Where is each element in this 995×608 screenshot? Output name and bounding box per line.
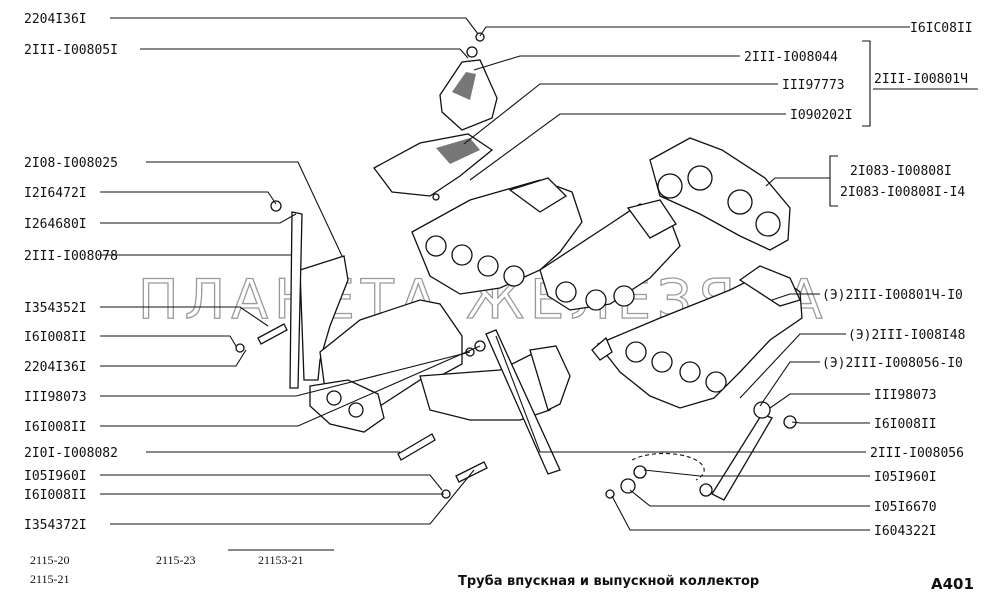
label-r8: III98073 xyxy=(874,388,937,403)
label-r13: I604322I xyxy=(874,524,937,539)
leader-lines xyxy=(100,17,978,531)
label-l14: I6I008II xyxy=(24,488,87,503)
label-l1: 2204I36I xyxy=(24,12,87,27)
bracket-rods xyxy=(235,200,797,501)
label-l13: I05I960I xyxy=(24,469,87,484)
label-l7: I354352I xyxy=(24,301,87,316)
exhaust-gasket-part xyxy=(649,137,791,251)
label-r9: I6I008II xyxy=(874,417,937,432)
label-gasket-1: 2I083-I00808I xyxy=(850,164,952,179)
label-l15: I354372I xyxy=(24,518,87,533)
label-r3: III97773 xyxy=(782,78,845,93)
label-r11: I05I960I xyxy=(874,470,937,485)
label-l11: I6I008II xyxy=(24,420,87,435)
label-l6: 2III-I008078 xyxy=(24,249,118,264)
label-r4: I090202I xyxy=(790,108,853,123)
label-l12: 2I0I-I008082 xyxy=(24,446,118,461)
label-l2: 2III-I00805I xyxy=(24,43,118,58)
label-l9: 2204I36I xyxy=(24,360,87,375)
diagram-title: Труба впускная и выпускной коллектор xyxy=(458,574,759,589)
left-labels: 2204I36I 2III-I00805I 2I08-I008025 I2I64… xyxy=(24,12,118,533)
label-r2: 2III-I008044 xyxy=(744,50,838,65)
label-r12: I05I6670 xyxy=(874,500,937,515)
label-r10: 2III-I008056 xyxy=(870,446,964,461)
label-l5: I264680I xyxy=(24,217,87,232)
footer-model-1: 2115-20 xyxy=(30,553,70,567)
footer-model-2: 2115-23 xyxy=(156,553,196,567)
label-r6: (Э)2III-I008I48 xyxy=(848,328,965,343)
footer: 2115-20 2115-23 21153-21 2115-21 Труба в… xyxy=(30,549,974,593)
right-labels: I6IC08II 2III-I008044 III97773 I090202I … xyxy=(744,21,973,539)
heat-shield-part xyxy=(373,32,498,201)
label-r1: I6IC08II xyxy=(910,21,973,36)
intake-manifold-part xyxy=(411,177,681,311)
exhaust-pipe-part xyxy=(299,255,571,433)
label-l8: I6I008II xyxy=(24,330,87,345)
label-l3: 2I08-I008025 xyxy=(24,156,118,171)
label-l4: I2I6472I xyxy=(24,186,87,201)
label-gasket-2: 2I083-I00808I-I4 xyxy=(840,185,965,200)
label-l10: III98073 xyxy=(24,390,87,405)
label-intake-group: 2III-I00801Ч xyxy=(874,72,968,87)
label-r5: (Э)2III-I00801Ч-I0 xyxy=(822,288,963,303)
footer-model-3: 21153-21 xyxy=(258,553,304,567)
footer-model-4: 2115-21 xyxy=(30,572,70,586)
label-r7: (Э)2III-I008056-I0 xyxy=(822,356,963,371)
exhaust-manifold-part xyxy=(591,265,803,409)
diagram-code: A401 xyxy=(931,575,974,593)
